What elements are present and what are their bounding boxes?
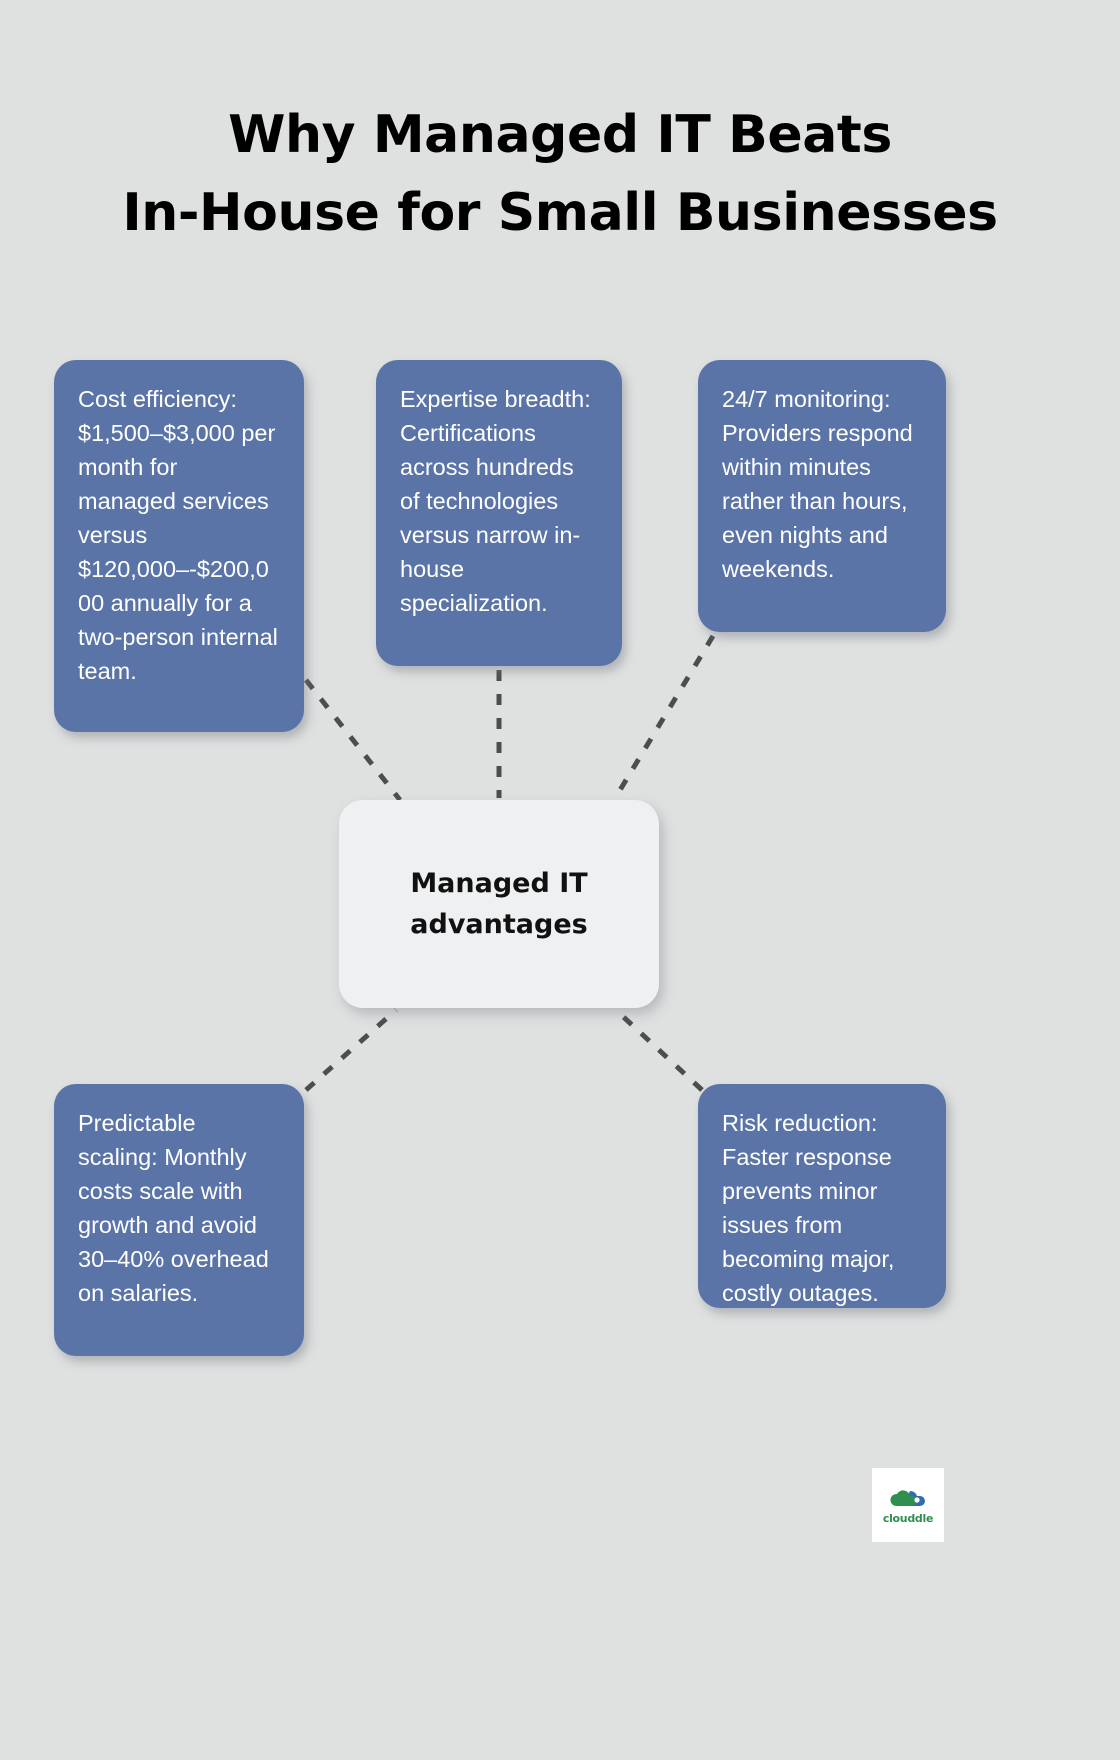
card-predictable-scaling[interactable]: Predictable scaling: Monthly costs scale… <box>54 1084 304 1356</box>
page-title-line-1: Why Managed IT Beats <box>228 105 892 165</box>
card-risk-reduction[interactable]: Risk reduction: Faster response prevents… <box>698 1084 946 1308</box>
page-title-line-2: In-House for Small Businesses <box>122 183 998 243</box>
center-node-label: Managed IT advantages <box>410 868 588 940</box>
connector-scaling-to-center <box>304 1008 398 1092</box>
connector-monitoring-to-center <box>611 634 716 802</box>
cloud-icon <box>886 1485 930 1511</box>
card-risk-reduction-text: Risk reduction: Faster response prevents… <box>722 1110 895 1306</box>
card-monitoring-text: 24/7 monitoring: Providers respond withi… <box>722 386 913 582</box>
center-node[interactable]: Managed IT advantages <box>339 800 659 1008</box>
brand-logo[interactable]: clouddle <box>872 1468 944 1542</box>
brand-wordmark: clouddle <box>882 1512 934 1525</box>
card-cost-efficiency[interactable]: Cost efficiency: $1,500–$3,000 per month… <box>54 360 304 732</box>
page-title: Why Managed IT Beats In-House for Small … <box>0 96 1120 252</box>
connector-cost-to-center <box>304 678 402 802</box>
connector-risk-to-center <box>614 1008 704 1092</box>
card-monitoring[interactable]: 24/7 monitoring: Providers respond withi… <box>698 360 946 632</box>
card-expertise-breadth-text: Expertise breadth: Certifications across… <box>400 386 591 616</box>
card-cost-efficiency-text: Cost efficiency: $1,500–$3,000 per month… <box>78 386 278 684</box>
card-expertise-breadth[interactable]: Expertise breadth: Certifications across… <box>376 360 622 666</box>
card-predictable-scaling-text: Predictable scaling: Monthly costs scale… <box>78 1110 269 1306</box>
